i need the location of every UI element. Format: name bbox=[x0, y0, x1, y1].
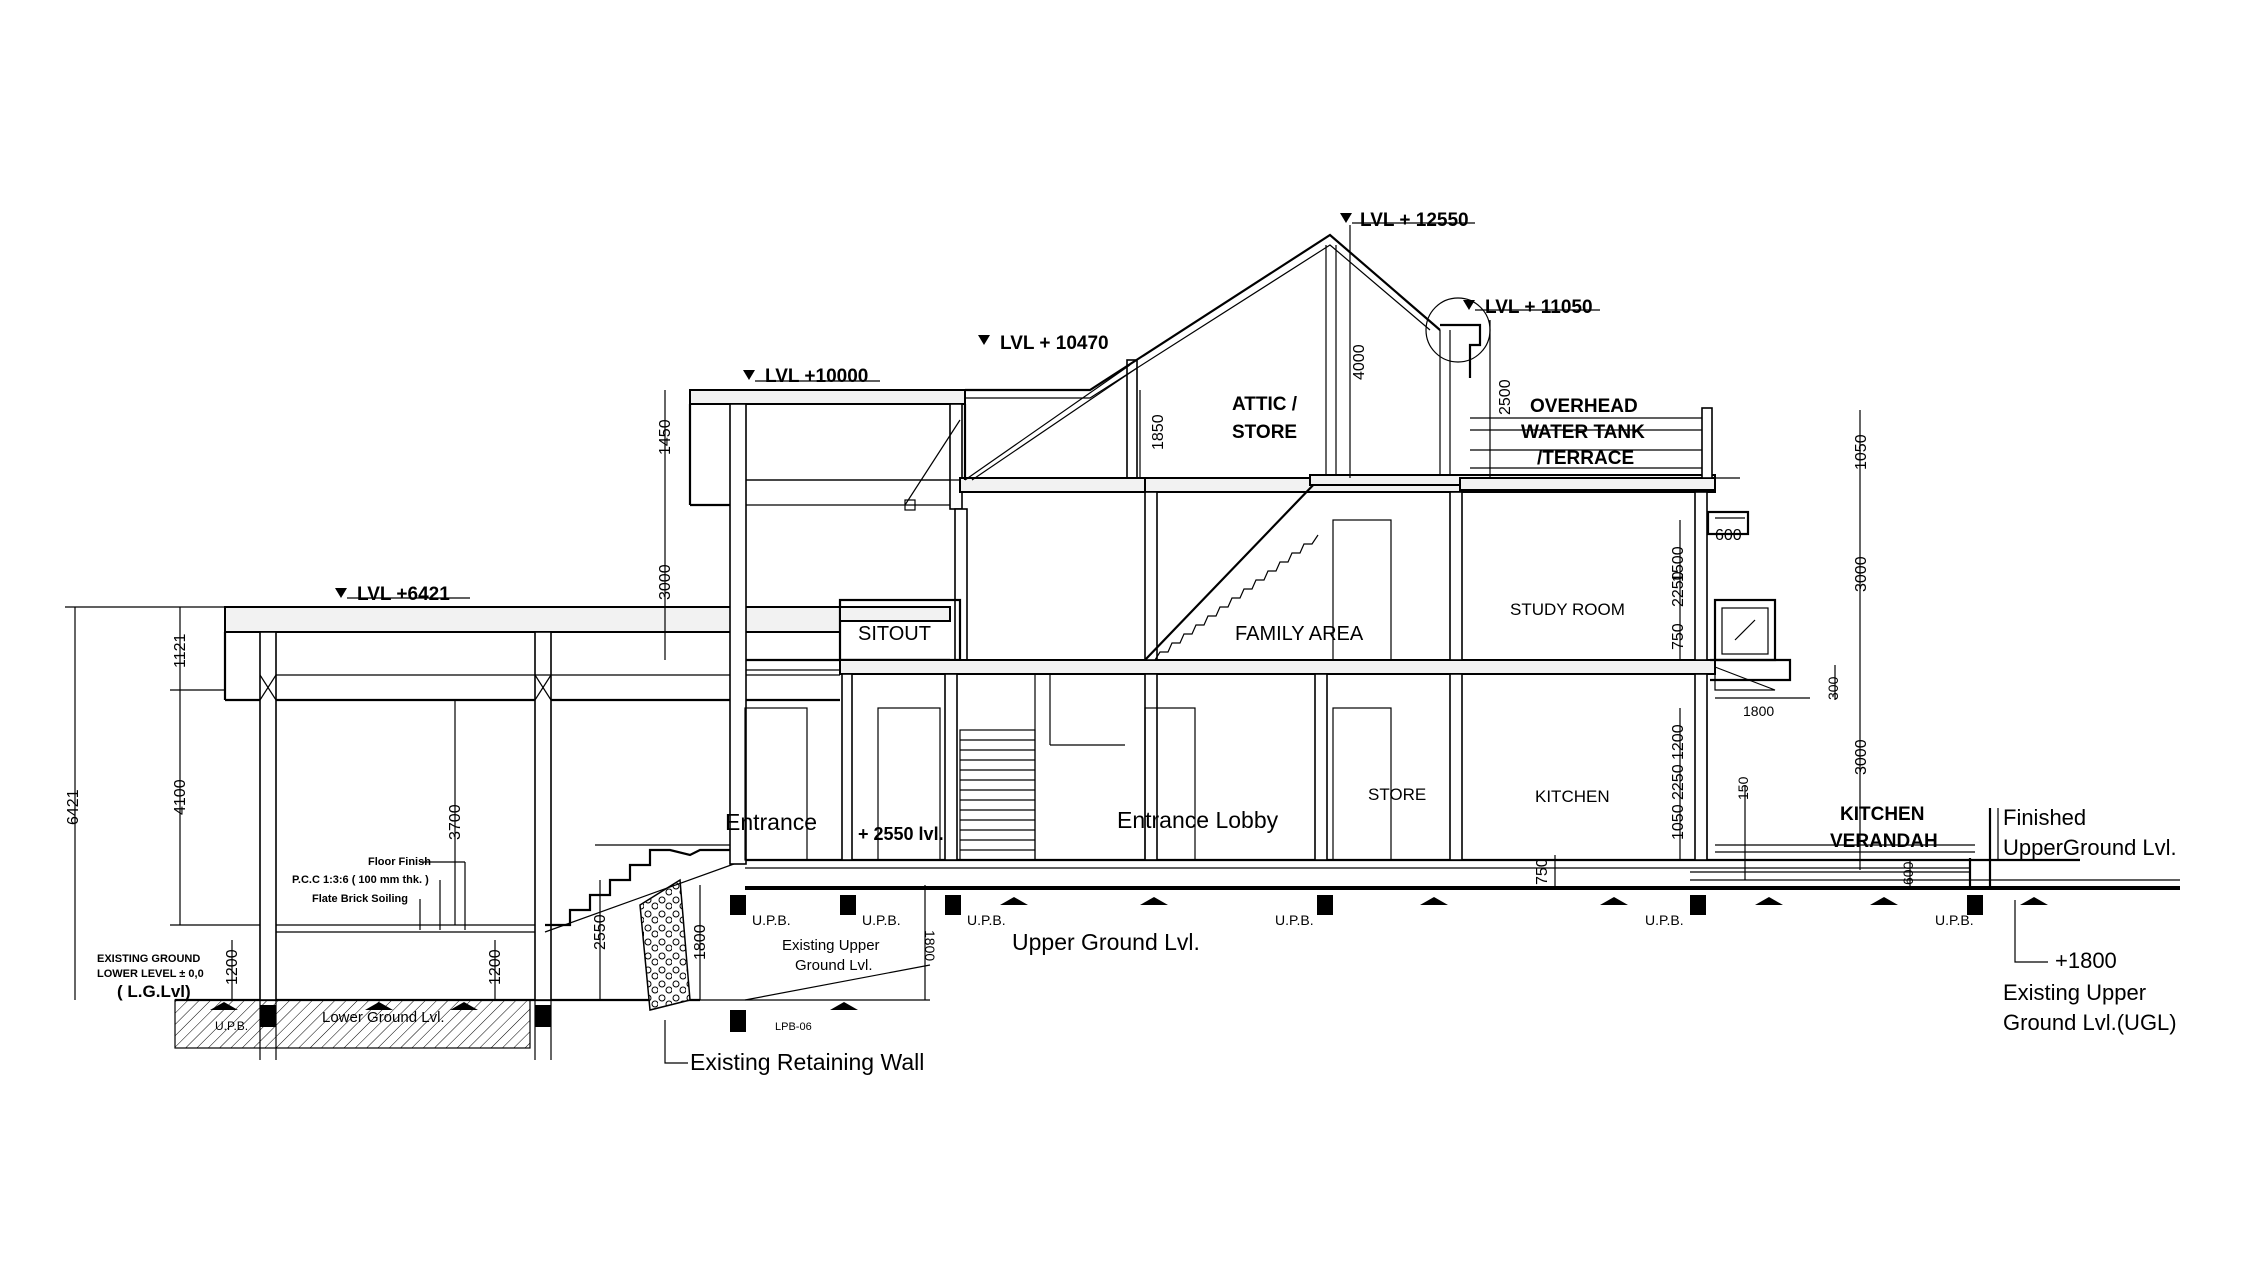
level-ridge: LVL + 12550 bbox=[1360, 210, 1469, 231]
note-existing-ground-2: LOWER LEVEL ± 0,0 bbox=[97, 968, 204, 980]
note-floor-finish: Floor Finish bbox=[368, 856, 431, 868]
note-upper-ground: Upper Ground Lvl. bbox=[1012, 929, 1200, 955]
upb-7: U.P.B. bbox=[215, 1019, 248, 1033]
dim-600b: 600 bbox=[1900, 861, 1916, 885]
dim-600a: 600 bbox=[1715, 527, 1742, 544]
dim-1800b: 1800 bbox=[692, 924, 709, 960]
dim-1050b: 1050 bbox=[1670, 804, 1687, 840]
level-roof: LVL +10000 bbox=[765, 366, 868, 387]
dim-1200c: 1200 bbox=[487, 949, 504, 985]
upb-2: U.P.B. bbox=[862, 912, 901, 928]
main-columns bbox=[841, 359, 1708, 861]
left-tower bbox=[688, 389, 968, 865]
dim-150: 150 bbox=[1735, 776, 1751, 800]
dim-6421: 6421 bbox=[65, 789, 82, 825]
room-family-area: FAMILY AREA bbox=[1235, 623, 1364, 645]
upb-6: U.P.B. bbox=[1935, 912, 1974, 928]
dim-1050a: 1050 bbox=[1853, 434, 1870, 470]
dim-1121: 1121 bbox=[172, 633, 189, 668]
lpb-label: LPB-06 bbox=[775, 1021, 812, 1033]
upb-4: U.P.B. bbox=[1275, 912, 1314, 928]
room-attic-1: ATTIC / bbox=[1232, 394, 1298, 415]
level-mid-roof: LVL + 10470 bbox=[1000, 333, 1109, 354]
room-store: STORE bbox=[1368, 785, 1426, 804]
terrace-railing bbox=[1470, 407, 1740, 479]
note-finished-ugl-1: Finished bbox=[2003, 805, 2086, 830]
first-floor-slab bbox=[839, 659, 1716, 675]
note-lower-ground: Lower Ground Lvl. bbox=[322, 1009, 445, 1026]
note-brick-soling: Flate Brick Soiling bbox=[312, 893, 408, 905]
upper-left-block bbox=[746, 404, 1146, 511]
entrance-stair bbox=[959, 674, 1125, 861]
dim-4100: 4100 bbox=[172, 779, 189, 815]
dim-2250b: 2250 bbox=[1670, 764, 1687, 800]
entrance-level: + 2550 lvl. bbox=[858, 824, 944, 844]
note-pcc: P.C.C 1:3:6 ( 100 mm thk. ) bbox=[292, 874, 429, 886]
room-tank-3: /TERRACE bbox=[1537, 448, 1634, 469]
room-tank-1: OVERHEAD bbox=[1530, 396, 1638, 417]
level-marker-roof bbox=[743, 370, 755, 380]
note-existing-upper-2: Ground Lvl. bbox=[795, 957, 873, 974]
room-study: STUDY ROOM bbox=[1510, 600, 1625, 619]
roof bbox=[964, 233, 1716, 491]
note-existing-upper-1: Existing Upper bbox=[782, 937, 880, 954]
dim-3700: 3700 bbox=[447, 804, 464, 840]
dim-1450: 1450 bbox=[657, 419, 674, 455]
level-canopy: LVL +6421 bbox=[357, 584, 450, 605]
family-stair bbox=[1144, 479, 1319, 661]
upb-3: U.P.B. bbox=[967, 912, 1006, 928]
note-ugl-plus: +1800 bbox=[2055, 948, 2117, 973]
level-marker-mid-roof bbox=[978, 335, 990, 345]
note-existing-ground-1: EXISTING GROUND bbox=[97, 953, 200, 965]
dim-2550: 2550 bbox=[592, 914, 609, 950]
dim-1800a: 1800 bbox=[1743, 703, 1774, 719]
study-window bbox=[1706, 510, 1792, 860]
dim-1800c: 1800 bbox=[922, 930, 938, 961]
room-sitout: SITOUT bbox=[858, 623, 931, 645]
dimension-lines bbox=[65, 225, 1911, 1000]
dim-3000b: 3000 bbox=[1853, 556, 1870, 592]
dim-300: 300 bbox=[1825, 676, 1841, 700]
retaining-wall bbox=[639, 878, 691, 1011]
room-entrance-lobby: Entrance Lobby bbox=[1117, 807, 1279, 833]
dim-2250a: 2250 bbox=[1670, 571, 1687, 607]
kitchen-verandah-1: KITCHEN bbox=[1840, 804, 1924, 825]
note-finished-ugl-2: UpperGround Lvl. bbox=[2003, 835, 2177, 860]
dim-1500: 1500 bbox=[1670, 546, 1687, 582]
dim-4000: 4000 bbox=[1351, 344, 1368, 380]
level-parapet: LVL + 11050 bbox=[1485, 297, 1593, 318]
room-tank-2: WATER TANK bbox=[1521, 422, 1645, 443]
upb-1: U.P.B. bbox=[752, 912, 791, 928]
room-entrance: Entrance bbox=[725, 809, 817, 835]
dim-3000c: 3000 bbox=[1853, 739, 1870, 775]
doors bbox=[744, 519, 1392, 861]
dim-750b: 750 bbox=[1534, 858, 1551, 885]
dim-1850: 1850 bbox=[1150, 414, 1167, 450]
note-ugl-2: Ground Lvl.(UGL) bbox=[2003, 1010, 2177, 1035]
kitchen-verandah bbox=[1715, 808, 1999, 888]
dim-1200a: 1200 bbox=[1670, 724, 1687, 760]
level-marker-canopy bbox=[335, 588, 347, 598]
note-lgl: ( L.G.Lvl) bbox=[117, 982, 191, 1001]
note-retaining-wall: Existing Retaining Wall bbox=[690, 1049, 924, 1075]
level-marker-ridge bbox=[1340, 213, 1352, 223]
dim-750a: 750 bbox=[1670, 623, 1687, 650]
upb-5: U.P.B. bbox=[1645, 912, 1684, 928]
kitchen-verandah-2: VERANDAH bbox=[1830, 831, 1938, 852]
entrance-steps bbox=[545, 848, 745, 927]
room-kitchen: KITCHEN bbox=[1535, 787, 1610, 806]
footings bbox=[210, 895, 2048, 1032]
note-ugl-1: Existing Upper bbox=[2003, 980, 2146, 1005]
room-attic-2: STORE bbox=[1232, 422, 1297, 443]
dim-2500: 2500 bbox=[1497, 379, 1514, 415]
level-marker-parapet bbox=[1463, 300, 1475, 310]
dim-1200b: 1200 bbox=[224, 949, 241, 985]
level-markers bbox=[335, 213, 1600, 599]
dim-3000a: 3000 bbox=[657, 564, 674, 600]
